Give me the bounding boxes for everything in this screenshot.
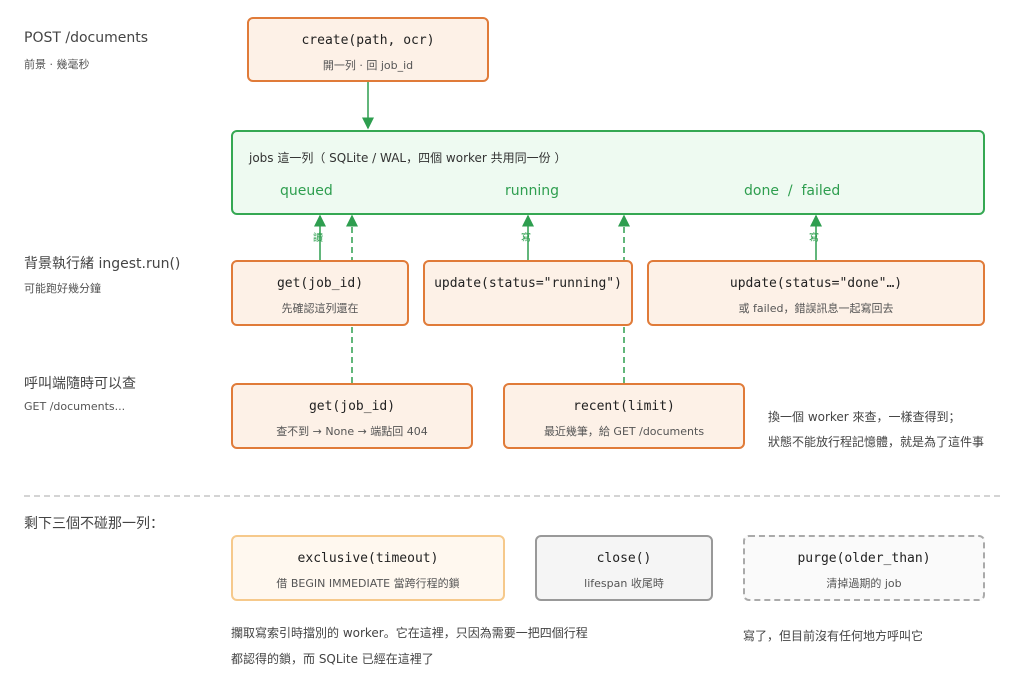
caller-label: 呼叫端隨時可以查 xyxy=(24,376,136,392)
get-worker-box: get(job_id) 先確認這列還在 xyxy=(231,260,409,326)
close-sub: lifespan 收尾時 xyxy=(584,577,664,590)
worker-label: 背景執行緒 ingest.run() xyxy=(24,256,181,272)
state-running: running xyxy=(505,183,560,199)
recent-sub: 最近幾筆，給 GET /documents xyxy=(543,425,705,438)
purge-note: 寫了，但目前沒有任何地方呼叫它 xyxy=(743,629,924,643)
recent-fn: recent(limit) xyxy=(573,399,675,414)
write-edge-label-running: 寫 xyxy=(521,233,531,244)
jobs-row-box: jobs 這一列（ SQLite / WAL，四個 worker 共用同一份 ）… xyxy=(231,130,985,215)
create-sub: 開一列 · 回 job_id xyxy=(322,59,414,72)
purge-fn: purge(older_than) xyxy=(797,551,931,566)
post-label: POST /documents xyxy=(24,30,148,46)
write-edge-label-done: 寫 xyxy=(809,233,819,244)
purge-box: purge(older_than) 清掉過期的 job xyxy=(743,535,985,601)
close-fn: close() xyxy=(596,551,652,566)
exclusive-sub: 借 BEGIN IMMEDIATE 當跨行程的鎖 xyxy=(276,577,460,590)
rest-label: 剩下三個不碰那一列： xyxy=(24,516,164,532)
exclusive-note-line-2: 都認得的鎖，而 SQLite 已經在這裡了 xyxy=(231,652,434,666)
create-box: create(path, ocr) 開一列 · 回 job_id xyxy=(247,17,489,82)
caller-sub-label: GET /documents... xyxy=(24,400,126,413)
read-edge-label: 讀 xyxy=(313,233,323,244)
update-done-sub: 或 failed，錯誤訊息一起寫回去 xyxy=(738,302,894,315)
update-done-box: update(status="done"…) 或 failed，錯誤訊息一起寫回… xyxy=(647,260,985,326)
get-worker-fn: get(job_id) xyxy=(276,276,364,291)
post-sub-label: 前景 · 幾毫秒 xyxy=(24,58,90,71)
worker-sub-label: 可能跑好幾分鐘 xyxy=(24,282,101,295)
caller-note-line-2: 狀態不能放行程記憶體，就是為了這件事 xyxy=(768,435,985,449)
update-done-fn: update(status="done"…) xyxy=(729,276,903,291)
jobs-title: jobs 這一列（ SQLite / WAL，四個 worker 共用同一份 ） xyxy=(249,151,567,165)
get-caller-box: get(job_id) 查不到 → None → 端點回 404 xyxy=(231,383,473,449)
exclusive-fn: exclusive(timeout) xyxy=(297,551,439,566)
caller-note-line-1: 換一個 worker 來查，一樣查得到； xyxy=(768,410,961,424)
exclusive-note-line-1: 攔取寫索引時擋別的 worker。它在這裡，只因為需要一把四個行程 xyxy=(231,626,588,640)
update-running-box: update(status="running") xyxy=(423,260,633,326)
close-box: close() lifespan 收尾時 xyxy=(535,535,713,601)
exclusive-box: exclusive(timeout) 借 BEGIN IMMEDIATE 當跨行… xyxy=(231,535,505,601)
get-caller-sub: 查不到 → None → 端點回 404 xyxy=(276,425,428,438)
purge-sub: 清掉過期的 job xyxy=(826,577,902,590)
update-running-fn: update(status="running") xyxy=(434,276,622,291)
get-worker-sub: 先確認這列還在 xyxy=(281,302,359,315)
create-fn: create(path, ocr) xyxy=(301,33,435,48)
state-queued: queued xyxy=(280,183,333,199)
recent-box: recent(limit) 最近幾筆，給 GET /documents xyxy=(503,383,745,449)
state-done-failed: done / failed xyxy=(744,183,841,199)
get-caller-fn: get(job_id) xyxy=(308,399,396,414)
